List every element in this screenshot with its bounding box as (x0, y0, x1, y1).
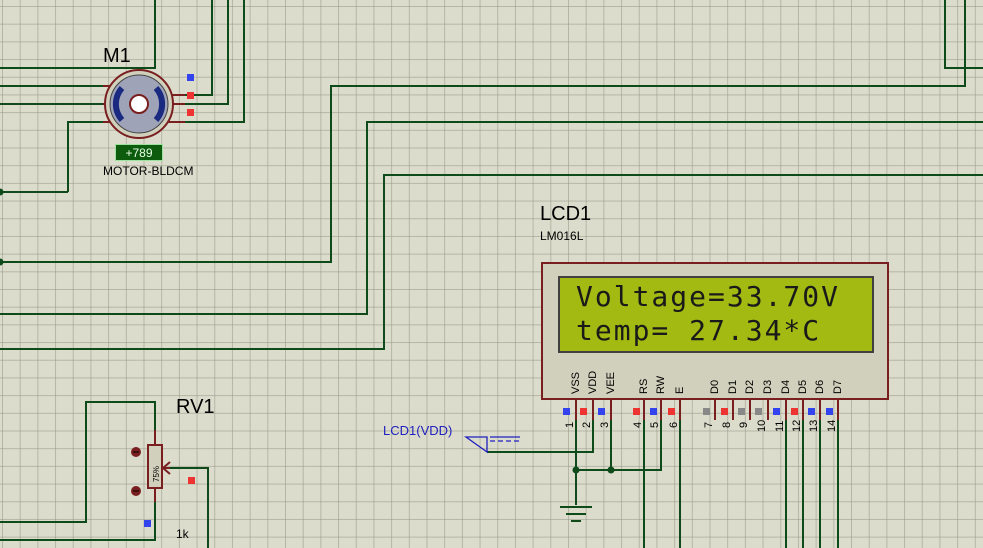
lcd-pin-number: 3 (599, 421, 611, 428)
lcd-pin-name: D4 (780, 379, 792, 394)
lcd-pin-number: 8 (721, 421, 733, 428)
lcd-pin-name: D7 (832, 379, 844, 394)
lcd-pin-number: 9 (738, 421, 750, 428)
motor-type-label: MOTOR-BLDCM (103, 164, 194, 178)
lcd-pin-name: E (674, 386, 686, 394)
pin-state-indicator (668, 408, 675, 415)
lcd-pin-name: VSS (570, 371, 582, 394)
lcd-pin-number: 14 (826, 419, 838, 432)
lcd-pin-number: 12 (791, 419, 803, 432)
pin-state-indicator (826, 408, 833, 415)
motor-ref-label: M1 (103, 45, 131, 67)
pot-value-label: 1k (176, 527, 189, 541)
lcd-pin-name: D6 (814, 379, 826, 394)
pin-state-indicator (738, 408, 745, 415)
lcd-pin-name: D1 (727, 379, 739, 394)
pot-position-label: 75% (152, 465, 161, 482)
lcd-pin-name: D2 (744, 379, 756, 394)
motor-icon (103, 69, 185, 139)
potentiometer-icon (131, 430, 171, 502)
lcd-line-1: Voltage=33.70V (576, 280, 841, 313)
lcd-pin-number: 1 (564, 421, 576, 428)
lcd-pin-name: RW (655, 375, 667, 394)
pin-state-indicator (650, 408, 657, 415)
lcd-pin-number: 7 (703, 421, 715, 428)
lcd-pin-number: 5 (649, 421, 661, 428)
pin-state-indicator (598, 408, 605, 415)
motor-speed-readout: +789 (115, 144, 163, 161)
lcd-pin-number: 11 (774, 420, 786, 432)
pin-state-indicator (580, 408, 587, 415)
pot-ref-label: RV1 (176, 396, 215, 418)
lcd-screen: Voltage=33.70V temp= 27.34*C (558, 276, 874, 353)
lcd-model-label: LM016L (540, 229, 584, 243)
lcd-ref-label: LCD1 (540, 203, 592, 225)
pin-state-indicator (721, 408, 728, 415)
lcd-pin-number: 2 (581, 421, 593, 428)
lcd-pin-name: D0 (709, 379, 721, 394)
power-terminal-label[interactable]: LCD1(VDD) (383, 423, 453, 438)
lcd-pin-name: D5 (797, 379, 809, 394)
lcd-line-2: temp= 27.34*C (576, 314, 822, 347)
pin-state-indicator (187, 109, 194, 116)
pin-state-indicator (188, 477, 195, 484)
pin-state-indicator (791, 408, 798, 415)
lcd-pin-name: VDD (587, 370, 599, 394)
pin-state-indicator (773, 408, 780, 415)
lcd-pin-number: 13 (808, 419, 820, 432)
lcd-pin-name: VEE (605, 371, 617, 394)
pin-state-indicator (633, 408, 640, 415)
lcd-pin-number: 10 (756, 419, 768, 432)
pin-state-indicator (563, 408, 570, 415)
lcd-pin-name: RS (638, 378, 650, 394)
pin-state-indicator (808, 408, 815, 415)
pin-state-indicator (187, 92, 194, 99)
pin-state-indicator (187, 74, 194, 81)
lcd-pin-number: 4 (632, 421, 644, 428)
pin-state-indicator (755, 408, 762, 415)
pin-state-indicator (144, 520, 151, 527)
lcd-pin-name: D3 (762, 379, 774, 394)
lcd-pin-number: 6 (668, 421, 680, 428)
pin-state-indicator (703, 408, 710, 415)
